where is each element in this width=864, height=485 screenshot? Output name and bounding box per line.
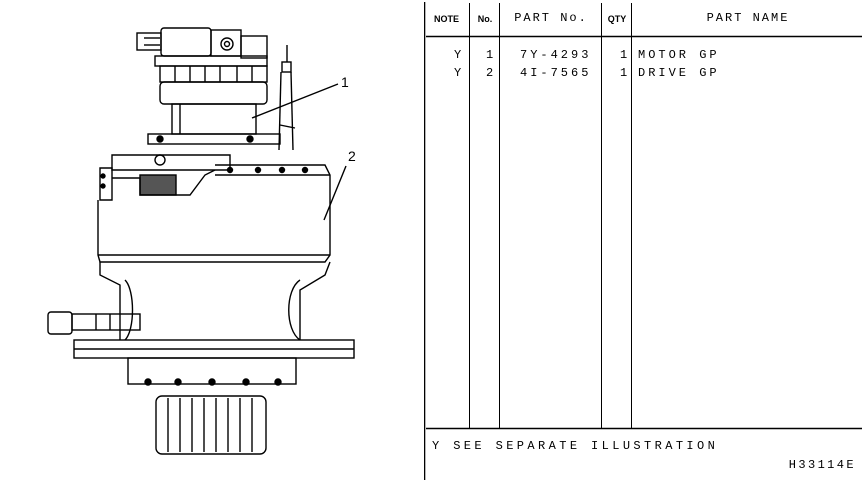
illustration-code: H33114E <box>788 458 856 472</box>
row1-no: 1 <box>486 48 497 62</box>
motor-head <box>160 27 212 57</box>
header-part-no: PART No. <box>514 11 588 25</box>
motor-port-left <box>136 32 162 51</box>
swing-drive-drawing <box>47 27 355 455</box>
parts-list: NOTE No. PART No. QTY PART NAME Y 1 7Y-4… <box>424 0 864 480</box>
motor-shaft-housing <box>171 103 257 135</box>
row2-qty: 1 <box>620 66 631 80</box>
parts-illustration: 1 2 <box>0 0 424 480</box>
row2-part-name: DRIVE GP <box>638 66 720 80</box>
leader-line-2 <box>323 165 347 221</box>
header-note: NOTE <box>433 14 459 24</box>
header-part-name: PART NAME <box>706 11 790 25</box>
footnote: Y SEE SEPARATE ILLUSTRATION <box>432 439 719 453</box>
table-grid <box>424 2 862 480</box>
header-no: No. <box>477 14 493 24</box>
row1-part-no: 7Y-4293 <box>520 48 592 62</box>
row2-no: 2 <box>486 66 497 80</box>
callout-2: 2 <box>348 148 356 164</box>
leader-line-1 <box>251 83 339 119</box>
row2-part-no: 4I-7565 <box>520 66 592 80</box>
section-hatch <box>139 174 177 196</box>
motor-flange <box>147 133 281 145</box>
pinion-gear <box>155 395 267 455</box>
drive-housing <box>97 164 331 263</box>
side-fitting <box>47 311 73 335</box>
row1-qty: 1 <box>620 48 631 62</box>
row1-part-name: MOTOR GP <box>638 48 720 62</box>
motor-body-upper <box>159 65 268 83</box>
motor-fitting <box>210 29 242 57</box>
callout-1: 1 <box>341 74 349 90</box>
row1-note: Y <box>454 48 465 62</box>
row2-note: Y <box>454 66 465 80</box>
header-qty: QTY <box>607 14 627 24</box>
